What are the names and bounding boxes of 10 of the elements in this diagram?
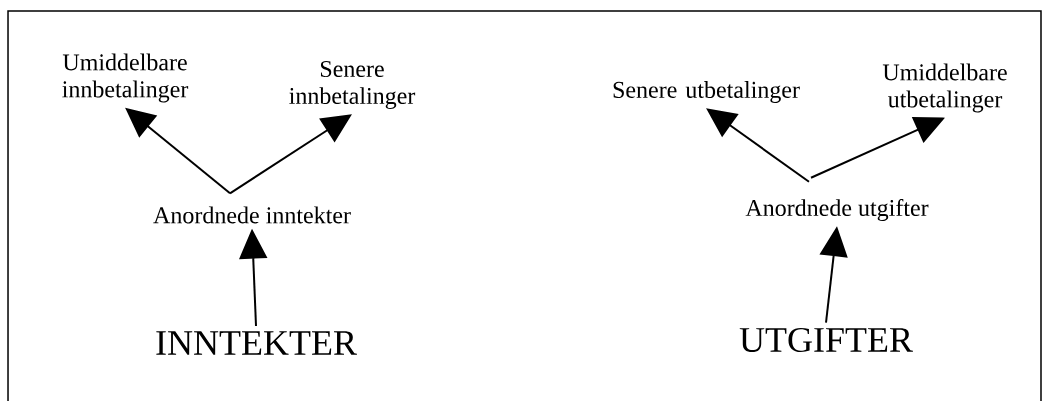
arrow: [229, 114, 352, 195]
heading-text: INNTEKTER: [156, 331, 357, 355]
label-text: Umiddelbare utbetalinger: [882, 63, 1007, 113]
arrow: [706, 108, 810, 183]
label-text: Senere utbetalinger: [613, 81, 800, 103]
label-text: Anordnede inntekter: [153, 206, 351, 224]
label-text: Anordnede utgifter: [745, 198, 929, 222]
label-text: Senere innbetalinger: [289, 60, 416, 110]
label-text: Umiddelbare innbetalinger: [62, 53, 189, 103]
heading-text: UTGIFTER: [739, 327, 913, 353]
